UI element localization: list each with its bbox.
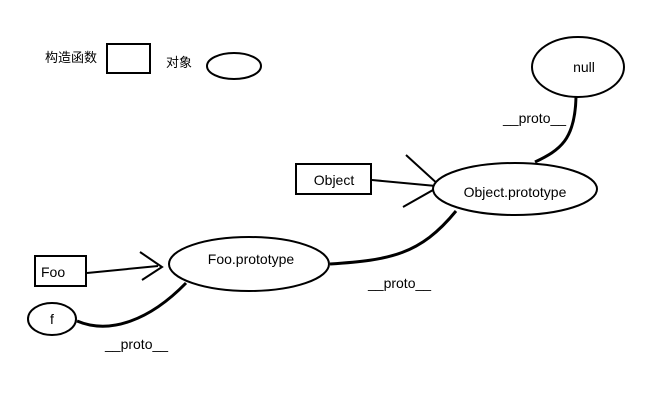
- edge-label-proto-f-to-foo: __proto__: [104, 336, 168, 352]
- object-prototype-label: Object.prototype: [464, 184, 567, 200]
- edge-label-proto-foo-to-object: __proto__: [367, 275, 431, 291]
- arrow-head-object-prototype: [402, 154, 442, 208]
- object-prototype-node: [432, 162, 598, 216]
- edge-label-proto-object-to-null: __proto__: [502, 110, 566, 126]
- null-node: [531, 36, 625, 98]
- legend-constructor-box: [106, 43, 151, 74]
- arrow-foo-to-foo-prototype: [86, 265, 159, 274]
- edge-object-prototype-to-null: [534, 96, 578, 164]
- arrow-head-foo-prototype: [139, 251, 164, 281]
- edge-foo-prototype-to-object-prototype: [329, 210, 458, 266]
- foo-constructor-box: [34, 255, 87, 287]
- null-node-label: null: [573, 59, 595, 75]
- f-instance-node: [27, 302, 77, 336]
- arrow-object-to-object-prototype: [371, 179, 437, 187]
- foo-prototype-node: [168, 236, 330, 292]
- object-constructor-label: Object: [314, 172, 355, 188]
- legend-constructor-label: 构造函数: [45, 50, 97, 65]
- foo-prototype-label: Foo.prototype: [208, 251, 295, 267]
- f-instance-label: f: [50, 311, 54, 327]
- legend-object-label: 对象: [166, 55, 192, 70]
- legend-object-ellipse: [206, 52, 262, 80]
- foo-constructor-label: Foo: [41, 264, 65, 280]
- edge-f-to-foo-prototype: [76, 281, 188, 328]
- object-constructor-box: [295, 163, 372, 195]
